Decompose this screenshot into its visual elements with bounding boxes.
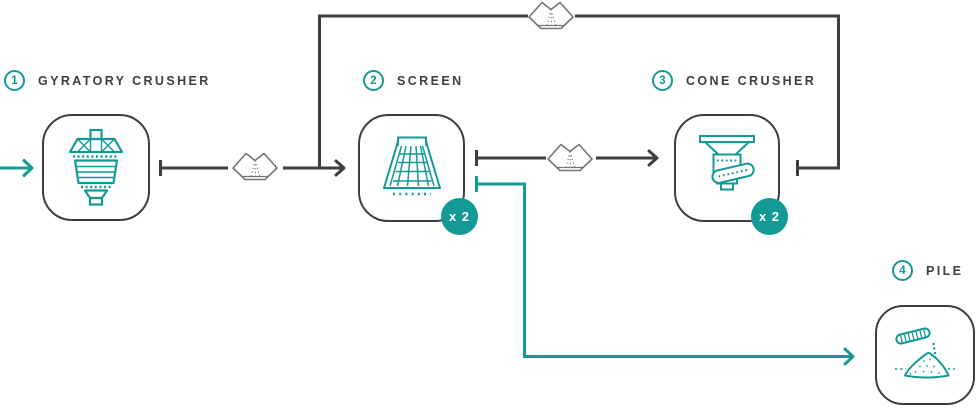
label-pile: 4 PILE: [892, 260, 963, 281]
step-number: 1: [4, 70, 25, 91]
step-label: CONE CRUSHER: [686, 73, 817, 88]
quantity-badge: x 2: [751, 198, 788, 235]
pile-icon: [895, 327, 955, 379]
gyratory-crusher-icon: [68, 128, 124, 206]
feed-arrow: [0, 159, 34, 177]
node-cone-crusher: [674, 114, 780, 222]
flow-screen-to-pile: [475, 176, 855, 366]
flow-cone-recycle-loop: [318, 14, 840, 176]
step-label: SCREEN: [397, 73, 464, 88]
flow-screen-to-cone: [475, 149, 659, 167]
node-gyratory-crusher: [42, 114, 150, 221]
rock-icon: [232, 152, 278, 181]
step-label: GYRATORY CRUSHER: [38, 73, 211, 88]
label-gyratory-crusher: 1 GYRATORY CRUSHER: [4, 70, 211, 91]
step-number: 2: [363, 70, 384, 91]
label-screen: 2 SCREEN: [363, 70, 464, 91]
node-pile: [875, 305, 975, 405]
step-label: PILE: [926, 263, 964, 278]
cone-crusher-icon: [699, 135, 755, 191]
label-cone-crusher: 3 CONE CRUSHER: [652, 70, 816, 91]
pile-speckles: [909, 358, 940, 375]
step-number: 4: [892, 260, 913, 281]
screen-icon: [382, 136, 441, 196]
flow-gyratory-to-screen: [159, 159, 346, 177]
rock-icon: [547, 143, 593, 172]
quantity-badge: x 2: [441, 198, 478, 235]
rock-icon: [528, 1, 574, 30]
step-number: 3: [652, 70, 673, 91]
